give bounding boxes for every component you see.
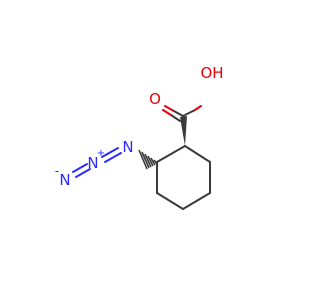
wedge-bond-carboxyl — [180, 116, 187, 146]
bond-n1-n2-a — [101, 147, 119, 158]
bond-c-o-single — [182, 109, 196, 117]
charge-minus-n3: - — [55, 164, 59, 178]
ring-bond-c3-c4 — [182, 192, 211, 210]
structure-canvas: O OH N N + N - — [55, 64, 224, 210]
hashed-wedge-azide — [138, 149, 158, 170]
atom-label-azide-n1: N — [122, 138, 133, 156]
azide-bonds — [72, 147, 122, 178]
bond-c-o-double-a-red — [164, 105, 173, 111]
atom-label-carbonyl-oxygen: O — [149, 90, 161, 108]
charge-plus-n2: + — [97, 148, 105, 159]
bond-c-o-double-b — [170, 114, 181, 122]
ring-bond-c6-c1 — [156, 145, 186, 163]
bond-n2-n3-b — [75, 168, 91, 178]
bond-c-o-double-a — [171, 109, 184, 117]
bond-n2-n3-a — [72, 163, 88, 173]
atom-label-hydroxyl: OH — [200, 64, 223, 82]
atom-label-azide-n3: N — [59, 171, 70, 189]
carboxyl-group — [162, 105, 202, 122]
atom-label-azide-n2: N — [87, 154, 98, 172]
bond-c-o-single-red — [194, 105, 202, 111]
bond-n1-n2-b — [104, 152, 122, 163]
cyclohexane-ring — [156, 145, 211, 210]
ring-bond-c1-c2 — [184, 145, 211, 163]
bond-c-o-double-b-red — [162, 109, 172, 116]
ring-bond-c4-c5 — [156, 192, 184, 210]
molecule-structure: O OH N N + N - — [55, 64, 224, 210]
